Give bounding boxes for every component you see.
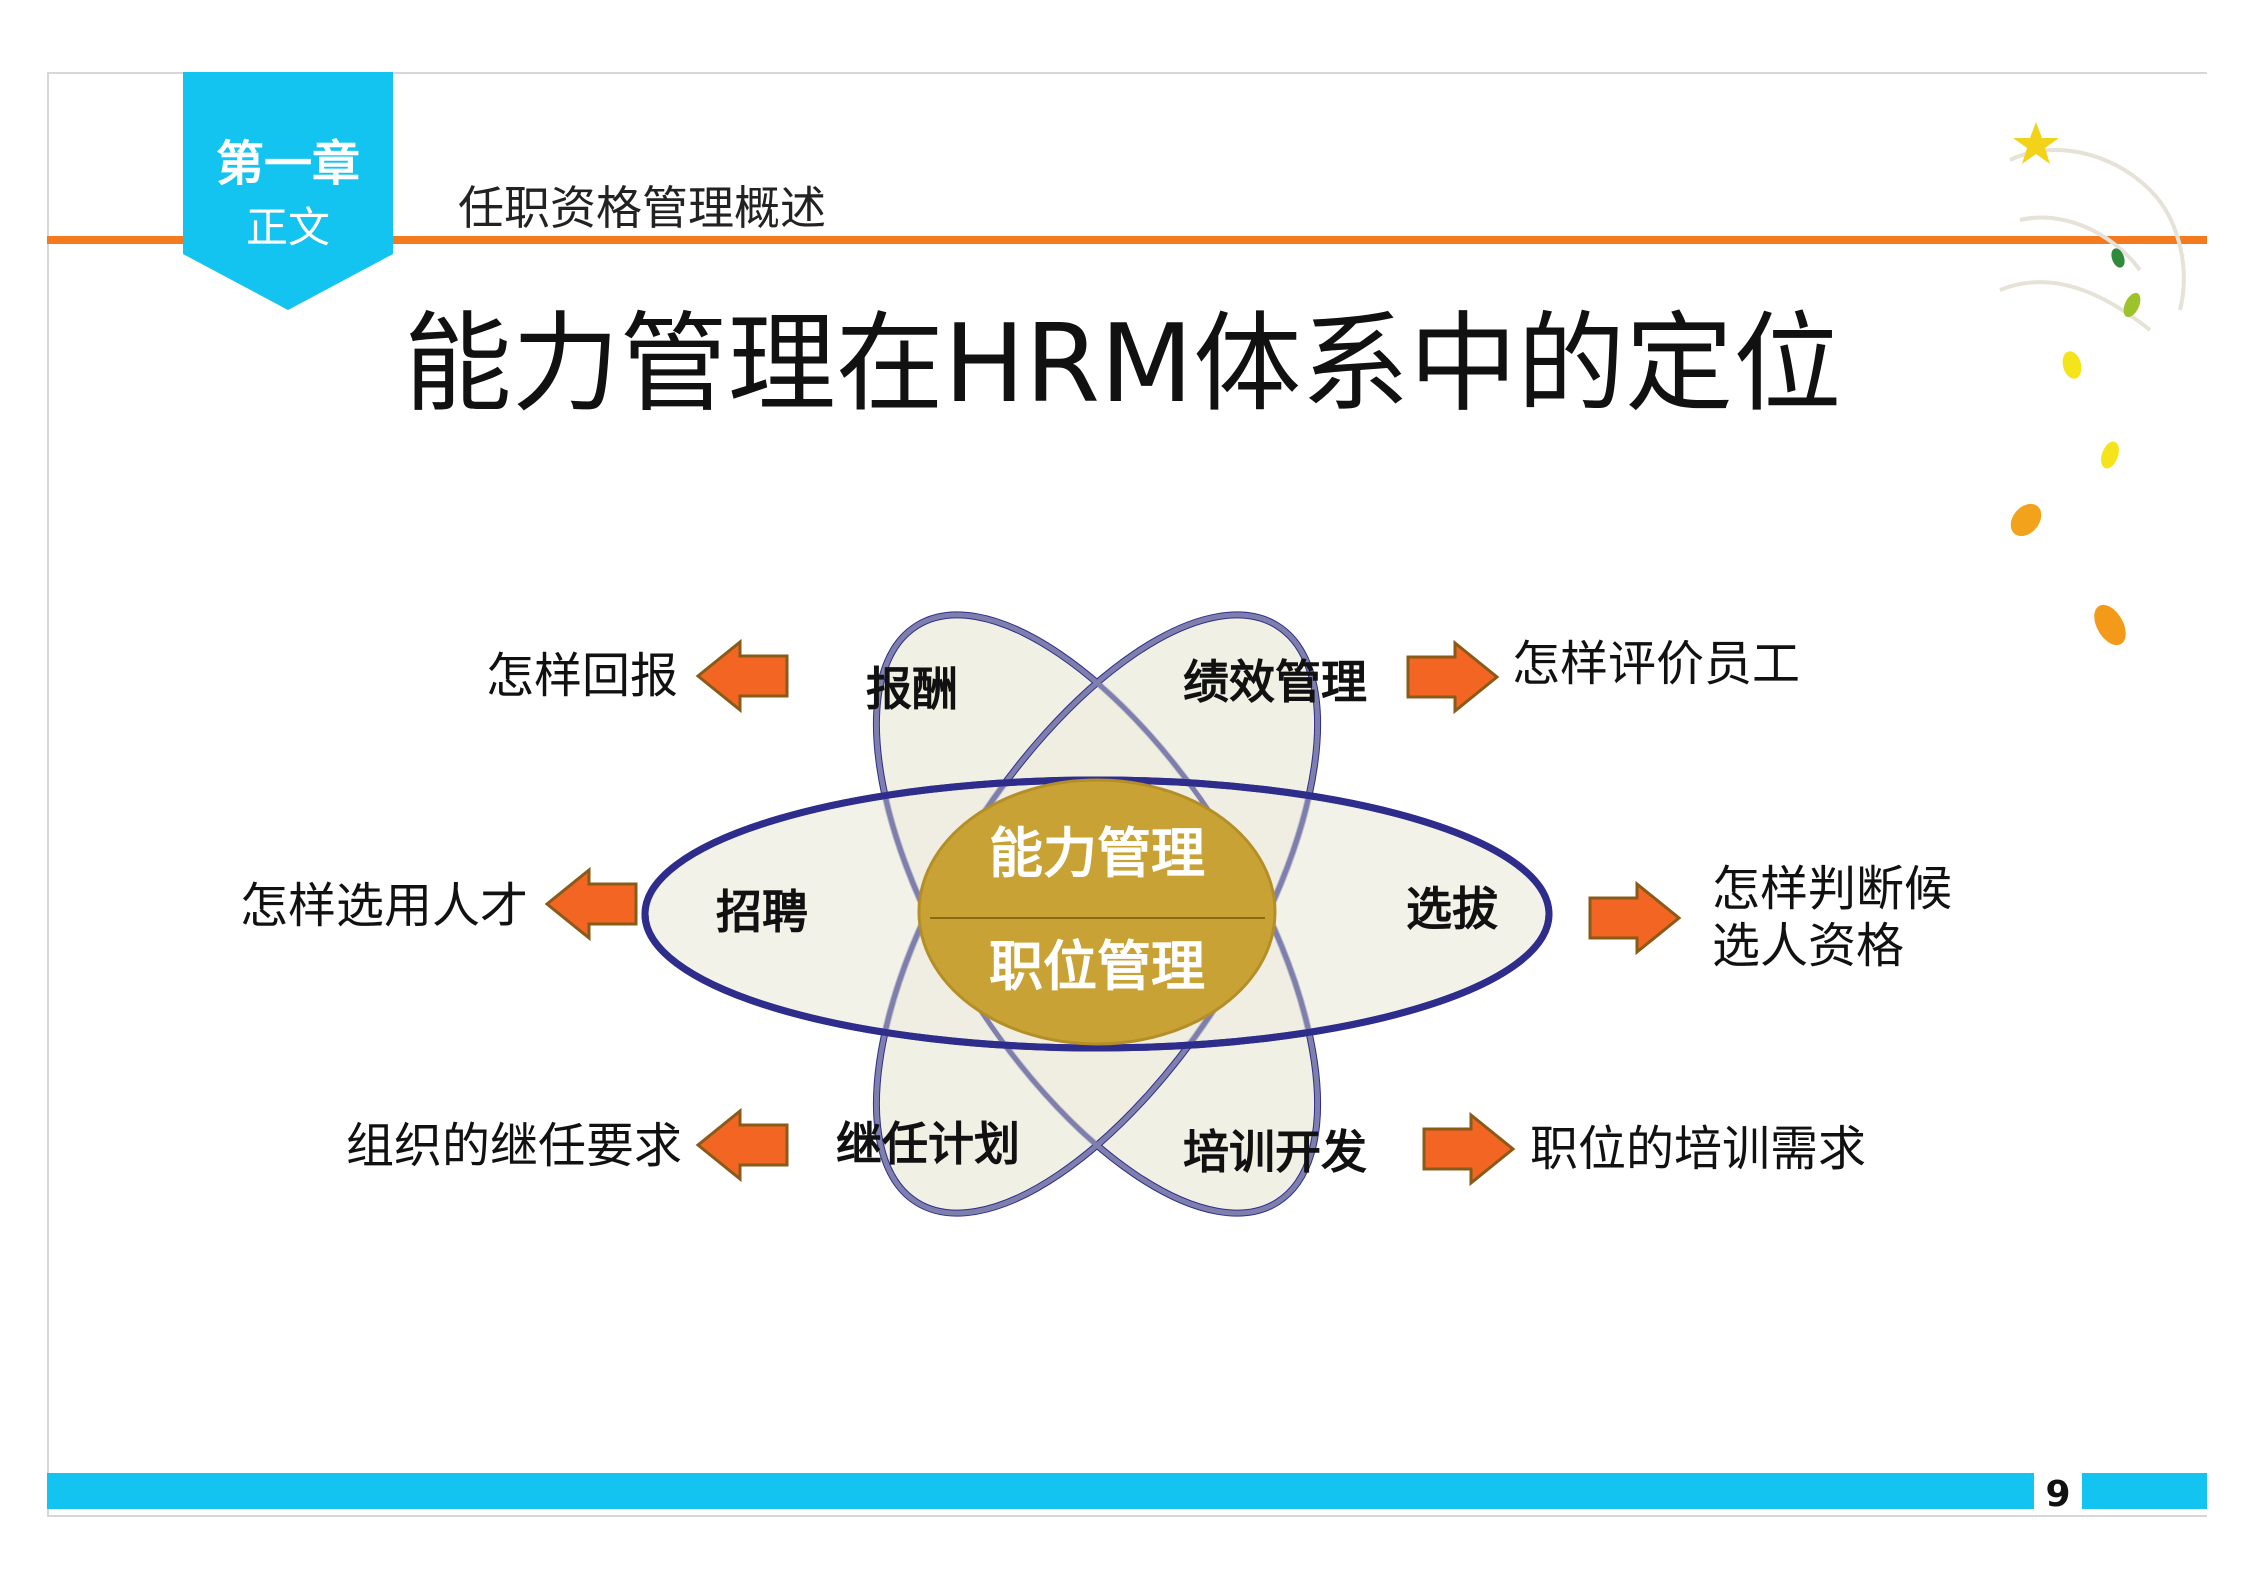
frame-bottom-line	[47, 1515, 2207, 1517]
petal-label-performance: 绩效管理	[1183, 655, 1367, 709]
arrow-right-icon	[1422, 1111, 1516, 1187]
outcome-label-training-need: 职位的培训需求	[1530, 1121, 1866, 1177]
chapter-title: 第一章	[215, 136, 360, 192]
frame-left-line	[47, 72, 49, 1516]
header-divider	[47, 236, 2207, 244]
star-icon	[2013, 122, 2059, 164]
arrow-left-icon	[695, 1107, 789, 1183]
petal-label-succession: 继任计划	[836, 1117, 1020, 1171]
arrow-left-icon	[695, 638, 789, 714]
frame-top-line	[47, 72, 2207, 74]
hand-sketch-decoration	[1999, 148, 2186, 332]
center-core	[917, 778, 1277, 1046]
chapter-tab-point	[183, 254, 393, 310]
page-number: 9	[2045, 1474, 2071, 1515]
petal-label-selection: 选拔	[1406, 882, 1498, 936]
outcome-label-candidate-qualification-2: 选人资格	[1712, 918, 1904, 974]
center-label-bottom: 职位管理	[989, 935, 1205, 998]
leaf-icon	[2062, 351, 2082, 379]
petal-label-recruitment: 招聘	[716, 885, 808, 939]
outcome-label-candidate-qualification-1: 怎样判断候	[1712, 861, 1952, 917]
petal-label-training: 培训开发	[1183, 1125, 1367, 1179]
leaf-icon	[2101, 441, 2119, 469]
leaf-icon	[2010, 503, 2042, 537]
leaf-icon	[2094, 604, 2126, 646]
chapter-tab: 第一章 正文	[183, 72, 393, 310]
leaf-icon	[2111, 248, 2125, 268]
chapter-subtitle: 正文	[245, 203, 330, 252]
outcome-label-succession-requirement: 组织的继任要求	[346, 1118, 682, 1174]
outcome-label-reward: 怎样回报	[486, 648, 678, 704]
outcome-label-evaluate-employee: 怎样评价员工	[1512, 636, 1800, 692]
section-title: 任职资格管理概述	[458, 181, 826, 235]
page-title: 能力管理在HRM体系中的定位	[403, 302, 1842, 427]
arrow-right-icon	[1406, 639, 1500, 715]
leaf-icon	[2123, 292, 2141, 318]
petal-label-compensation: 报酬	[866, 662, 958, 716]
outcome-label-select-talent: 怎样选用人才	[240, 878, 528, 934]
decorative-leaves	[1999, 122, 2186, 646]
arrow-left-icon	[544, 866, 638, 942]
center-label-top: 能力管理	[989, 822, 1205, 885]
footer-bar-left	[47, 1473, 2034, 1509]
footer-bar-right	[2082, 1473, 2207, 1509]
arrow-right-icon	[1588, 880, 1682, 956]
chapter-tab-box	[183, 72, 393, 254]
